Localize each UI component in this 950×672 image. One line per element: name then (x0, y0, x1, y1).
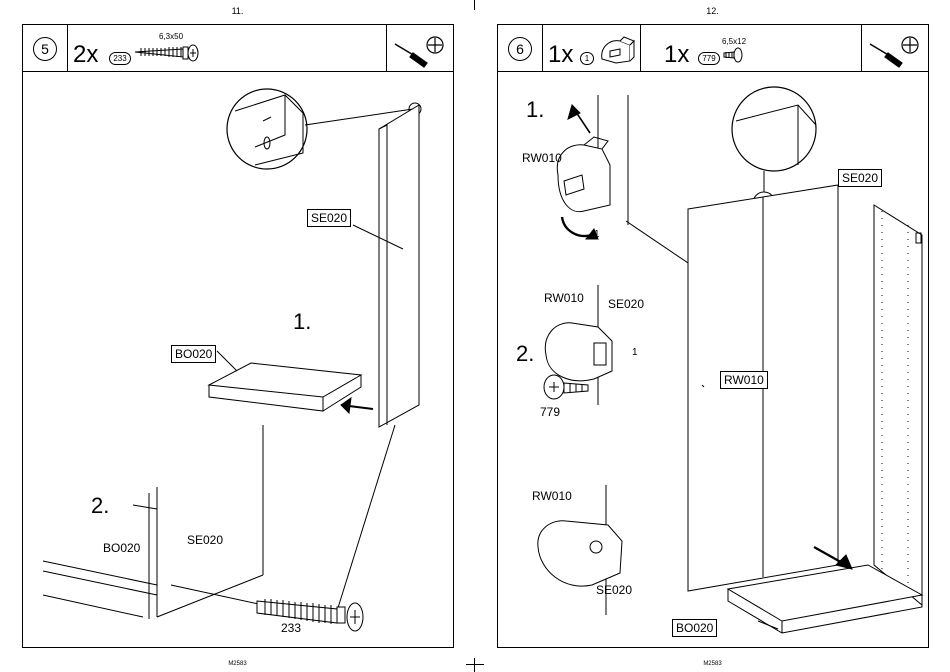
label-bo020-shelf: BO020 (171, 345, 216, 363)
label-se020-lower: SE020 (187, 533, 223, 547)
label-rw010-a: RW010 (522, 151, 562, 165)
sub-step-2: 2. (91, 493, 109, 519)
label-part-1-a: 1 (594, 229, 600, 240)
assembly-drawing-step5 (23, 25, 455, 649)
label-bo020-lower: BO020 (103, 541, 140, 555)
step-frame: 5 2x 233 6,3x50 (22, 24, 454, 648)
label-screw-779: 779 (540, 405, 560, 419)
page-number: 12. (475, 6, 950, 16)
page-number: 11. (0, 6, 475, 16)
sub-step-2: 2. (516, 341, 534, 367)
label-rw010-back-panel: RW010 (720, 371, 768, 389)
assembly-drawing-step6 (498, 25, 930, 649)
sub-step-1: 1. (293, 309, 311, 335)
page-footer: M2583 (475, 661, 950, 667)
instruction-page-12: 12. 6 1x 1 1x 779 6,5x12 (475, 0, 950, 672)
label-part-1-b: 1 (632, 347, 638, 358)
label-bo020-shelf: BO020 (672, 619, 717, 637)
label-se020-c: SE020 (596, 583, 632, 597)
sub-step-1: 1. (526, 97, 544, 123)
instruction-page-11: 11. 5 2x 233 6,3x50 (0, 0, 475, 672)
label-rw010-c: RW010 (532, 489, 572, 503)
page-footer: M2583 (0, 661, 475, 667)
label-se020-panel: SE020 (307, 209, 351, 227)
label-se020-side-panel: SE020 (838, 169, 882, 187)
label-rw010-b: RW010 (544, 291, 584, 305)
step-frame: 6 1x 1 1x 779 6,5x12 (497, 24, 929, 648)
label-screw-number: 233 (281, 621, 301, 635)
label-se020-b: SE020 (608, 297, 644, 311)
